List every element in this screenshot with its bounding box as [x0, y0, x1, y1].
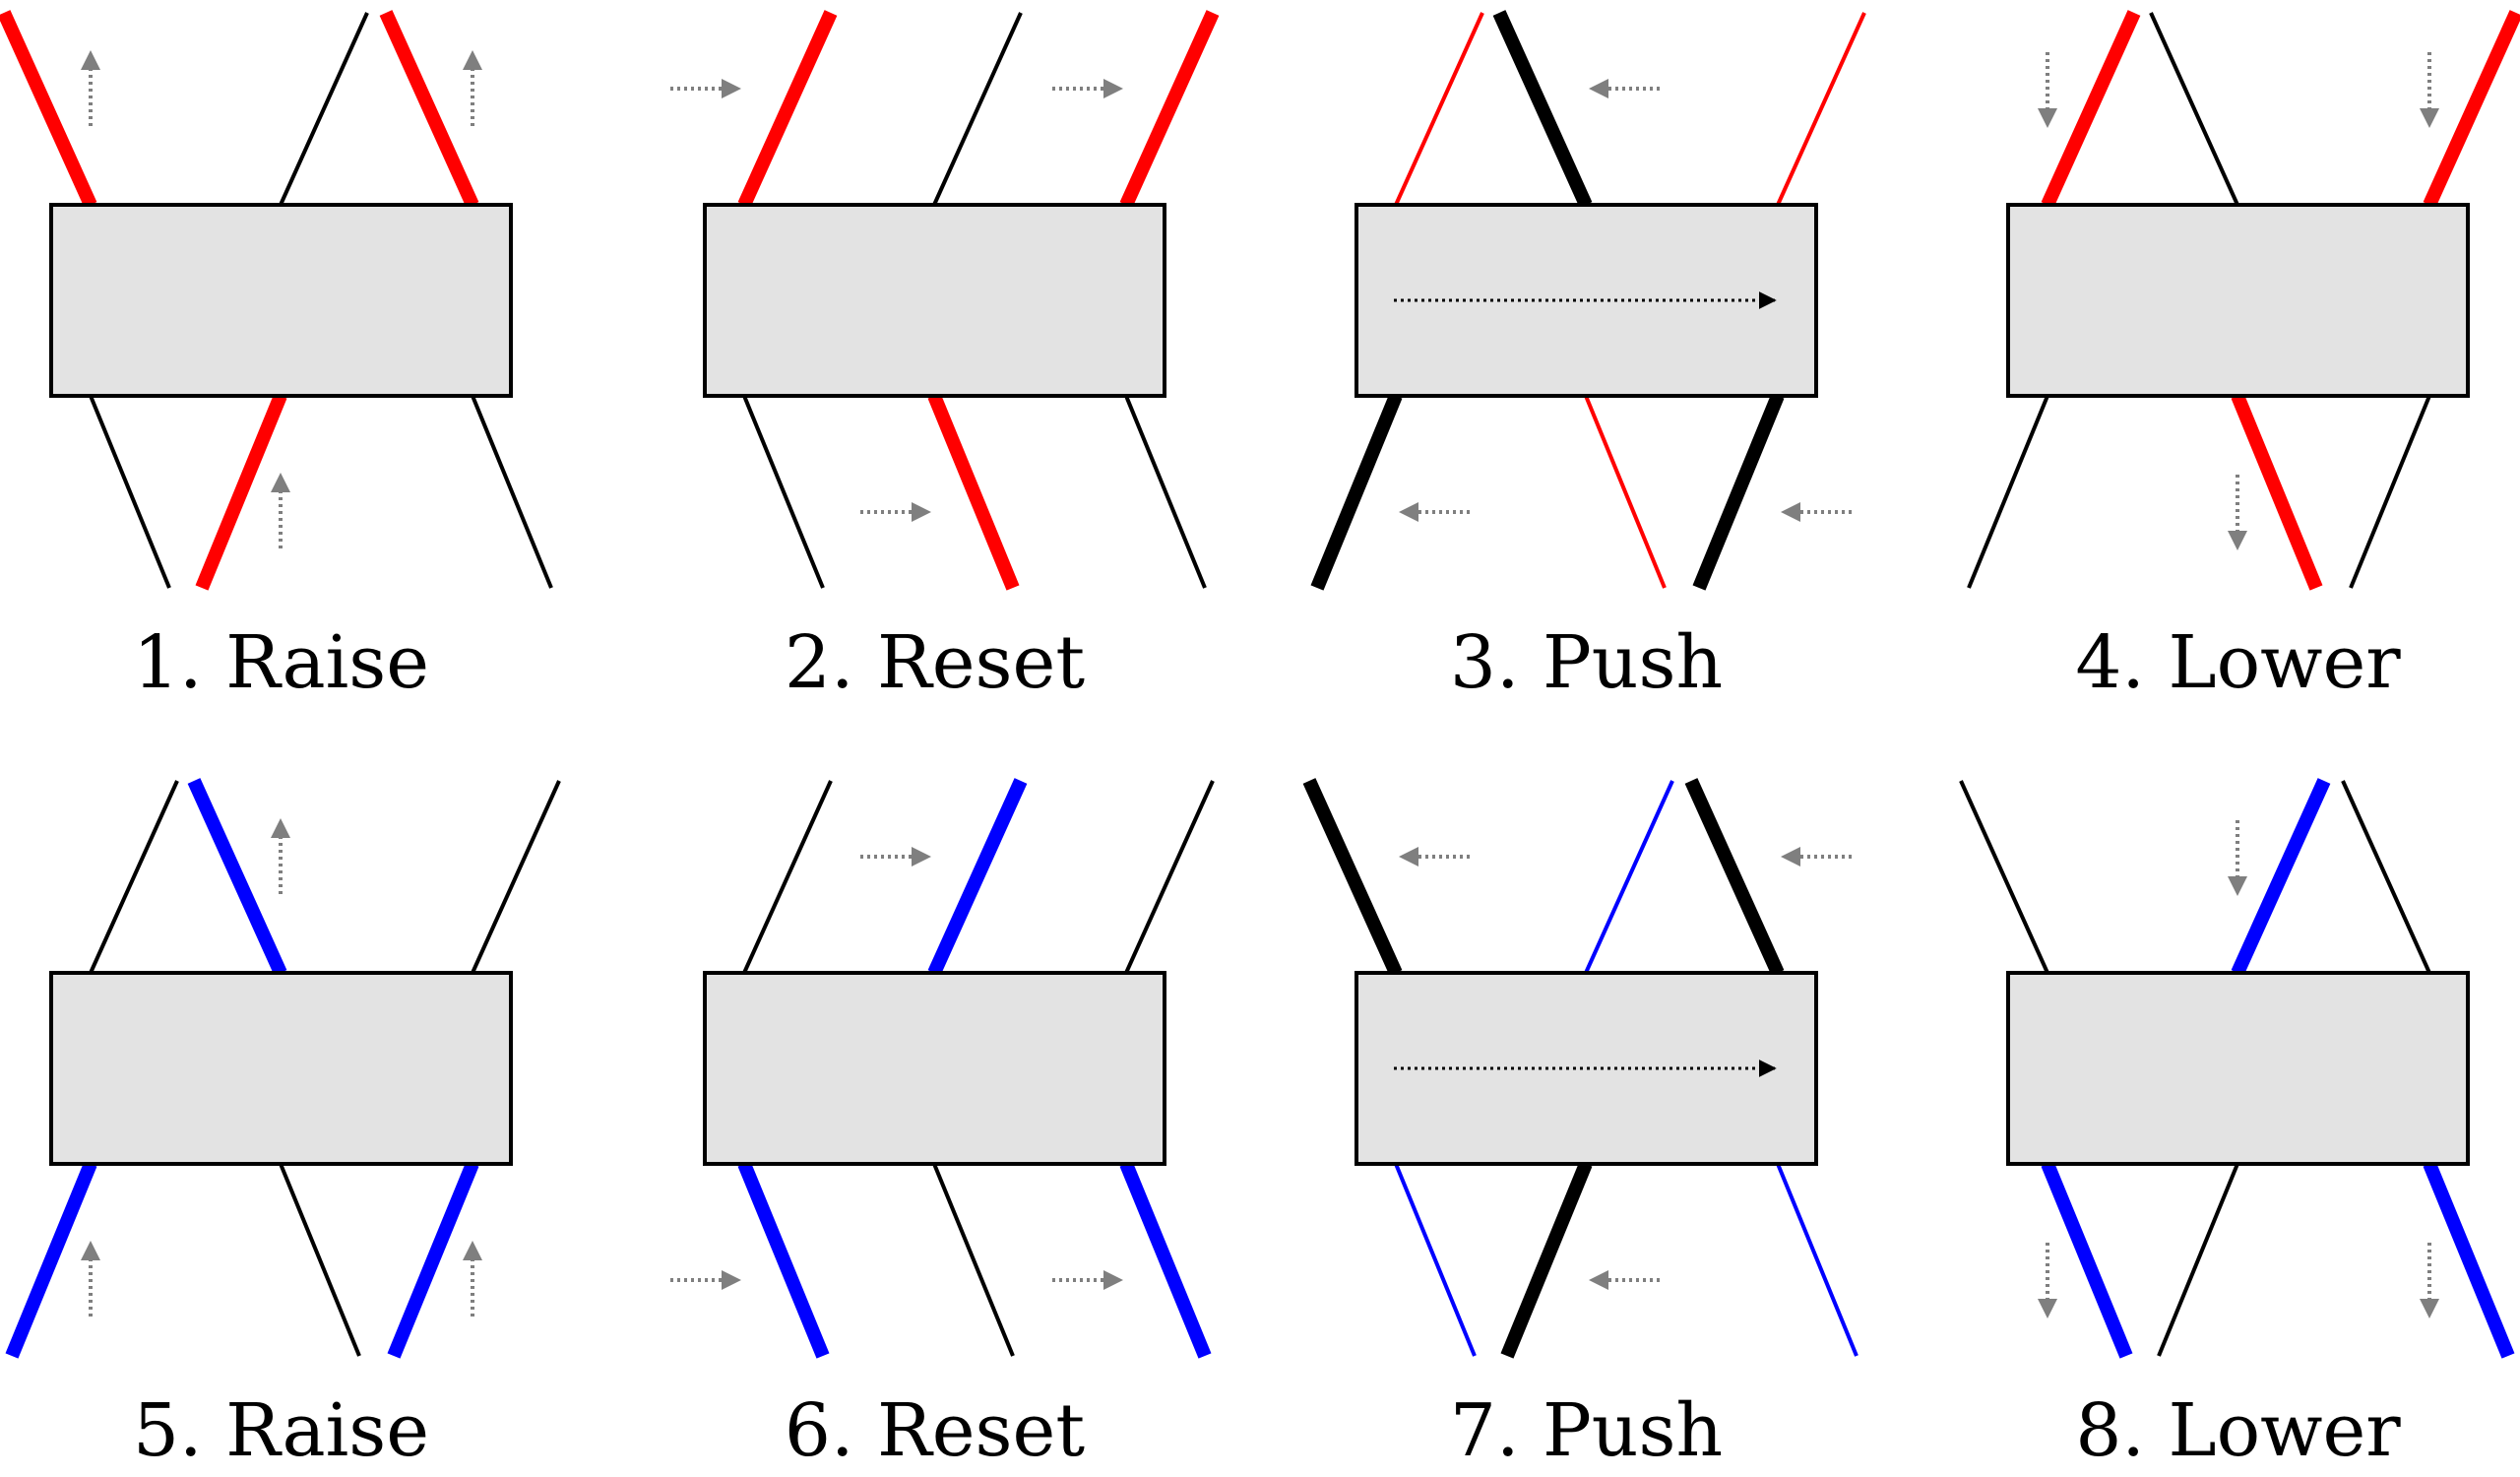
- active-bottom-leg: [2231, 393, 2323, 591]
- active-bottom-leg: [737, 1161, 830, 1359]
- active-top-leg: [1119, 10, 1220, 208]
- active-top-leg: [2041, 10, 2141, 208]
- active-top-leg: [927, 778, 1028, 976]
- support-top-leg: [742, 780, 833, 974]
- active-top-leg: [1584, 780, 1674, 974]
- robot-body: [703, 971, 1166, 1166]
- support-bottom-leg: [742, 395, 825, 589]
- step-panel: 5. Raise: [5, 778, 561, 1473]
- step-panel: 8. Lower: [1959, 778, 2515, 1473]
- active-top-leg: [2423, 10, 2520, 208]
- robot-body: [2006, 203, 2470, 398]
- support-top-leg: [1959, 780, 2049, 974]
- step-caption: 8. Lower: [2075, 1388, 2401, 1473]
- active-bottom-leg: [1776, 1163, 1858, 1357]
- support-top-leg: [2341, 780, 2431, 974]
- active-bottom-leg: [1119, 1161, 1212, 1359]
- step-caption: 3. Push: [1450, 620, 1723, 705]
- support-bottom-leg: [1500, 1161, 1593, 1359]
- step-panel: 1. Raise: [0, 10, 553, 705]
- step-panel: 7. Push: [1302, 778, 1858, 1473]
- active-bottom-leg: [1394, 1163, 1477, 1357]
- active-bottom-leg: [5, 1161, 97, 1359]
- support-bottom-leg: [1124, 395, 1207, 589]
- active-bottom-leg: [2041, 1161, 2133, 1359]
- support-bottom-leg: [1310, 393, 1403, 591]
- support-top-leg: [89, 780, 179, 974]
- support-bottom-leg: [2349, 395, 2431, 589]
- support-bottom-leg: [471, 395, 553, 589]
- active-bottom-leg: [1584, 395, 1667, 589]
- support-bottom-leg: [1692, 393, 1785, 591]
- active-top-leg: [1776, 12, 1866, 206]
- step-caption: 2. Reset: [785, 620, 1085, 705]
- step-caption: 4. Lower: [2075, 620, 2401, 705]
- active-bottom-leg: [195, 393, 287, 591]
- support-bottom-leg: [89, 395, 171, 589]
- robot-body: [49, 203, 513, 398]
- support-bottom-leg: [2157, 1163, 2239, 1357]
- support-top-leg: [471, 780, 561, 974]
- support-top-leg: [2149, 12, 2239, 206]
- step-caption: 6. Reset: [785, 1388, 1085, 1473]
- support-top-leg: [1302, 778, 1403, 976]
- step-caption: 7. Push: [1450, 1388, 1723, 1473]
- support-top-leg: [1124, 780, 1215, 974]
- active-top-leg: [379, 10, 479, 208]
- robot-body: [2006, 971, 2470, 1166]
- active-top-leg: [187, 778, 287, 976]
- step-panel: 3. Push: [1310, 10, 1866, 705]
- active-bottom-leg: [387, 1161, 479, 1359]
- robot-body: [703, 203, 1166, 398]
- support-top-leg: [279, 12, 369, 206]
- active-top-leg: [0, 10, 97, 208]
- support-top-leg: [932, 12, 1023, 206]
- robot-body: [49, 971, 513, 1166]
- step-panel: 4. Lower: [1967, 10, 2520, 705]
- active-top-leg: [737, 10, 838, 208]
- step-panel: 6. Reset: [670, 778, 1215, 1473]
- support-top-leg: [1684, 778, 1785, 976]
- support-top-leg: [1492, 10, 1593, 208]
- active-bottom-leg: [927, 393, 1020, 591]
- support-bottom-leg: [932, 1163, 1015, 1357]
- support-bottom-leg: [1967, 395, 2049, 589]
- step-caption: 1. Raise: [133, 620, 429, 705]
- step-caption: 5. Raise: [133, 1388, 429, 1473]
- step-panel: 2. Reset: [670, 10, 1220, 705]
- active-bottom-leg: [2423, 1161, 2515, 1359]
- active-top-leg: [2231, 778, 2331, 976]
- active-top-leg: [1394, 12, 1484, 206]
- support-bottom-leg: [279, 1163, 361, 1357]
